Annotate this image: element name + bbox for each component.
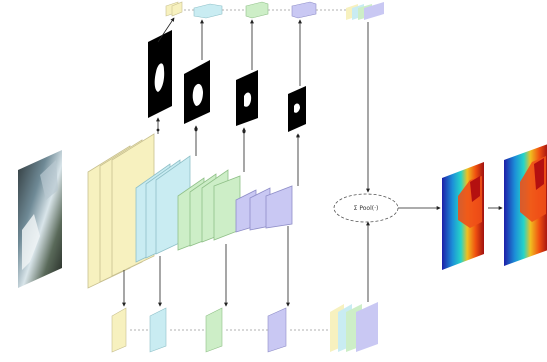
- bottom-feature-1: [111, 307, 127, 353]
- top-concat-block: [346, 2, 384, 20]
- bottom-feature-2: [149, 307, 167, 353]
- side-mask-4: [288, 86, 306, 132]
- output-heatmap-1: [442, 162, 484, 270]
- encoder-block-4: [235, 185, 293, 233]
- top-feature-3: [245, 1, 269, 19]
- output-heatmap-2: [504, 144, 547, 266]
- top-feature-1: [165, 1, 183, 17]
- side-mask-1: [148, 30, 172, 118]
- bottom-feature-3: [205, 307, 223, 353]
- encoder-block-3: [177, 169, 241, 251]
- side-mask-3: [236, 70, 258, 126]
- fusion-node: Σ Pool(·): [333, 193, 399, 223]
- top-feature-2: [193, 3, 223, 19]
- input-image: [18, 150, 62, 288]
- side-mask-2: [184, 60, 210, 124]
- top-feature-4: [291, 1, 317, 19]
- fusion-label: Σ Pool(·): [354, 205, 379, 212]
- bottom-concat-block: [330, 302, 378, 352]
- bottom-feature-4: [267, 307, 287, 353]
- connector-dots: [156, 128, 300, 138]
